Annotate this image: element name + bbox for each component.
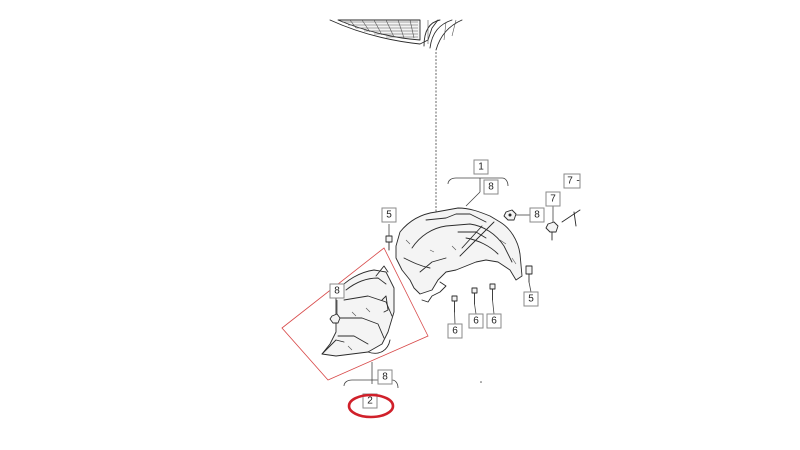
callout-6-a: 6: [447, 323, 463, 339]
section-outline-part-2: [281, 247, 429, 381]
callout-6-c: 6: [486, 313, 502, 329]
callout-label: 2: [367, 396, 373, 407]
leader-lines: [336, 177, 554, 389]
callout-label: 8: [488, 182, 494, 193]
callout-suffix: -: [576, 176, 579, 187]
callout-label: 5: [528, 294, 534, 305]
callout-1: 1: [473, 159, 489, 175]
callout-label: 8: [382, 372, 388, 383]
callout-label: 6: [491, 316, 497, 327]
nut-icon: [503, 209, 517, 221]
callout-label: 7: [567, 176, 573, 187]
callout-6-b: 6: [468, 313, 484, 329]
wheel-outline: [423, 19, 463, 51]
highlight-circle-part-2: [347, 393, 395, 419]
screw-icon: [489, 283, 496, 301]
nut-icon: [329, 313, 341, 324]
wheelhouse-liner-part-1: [395, 207, 523, 303]
wheelhouse-liner-part-2: [321, 265, 395, 357]
clip-icon: [525, 265, 533, 283]
grille-hatching: [337, 19, 421, 41]
screw-icon: [471, 287, 478, 305]
callout-label: 7: [550, 194, 556, 205]
callout-5-right: 5: [523, 291, 539, 307]
callout-label: 6: [473, 316, 479, 327]
screw-icon: [451, 295, 458, 313]
clip-icon: [385, 235, 393, 251]
stray-mark: [480, 381, 482, 383]
callout-7: 7: [545, 191, 561, 207]
callout-label: 8: [334, 286, 340, 297]
callout-label: 8: [534, 210, 540, 221]
callout-8-upper: 8: [483, 179, 499, 195]
callout-8-bottom: 8: [377, 369, 393, 385]
callout-5-left: 5: [381, 207, 397, 223]
bolt-icon: [545, 209, 581, 241]
callout-label: 5: [386, 210, 392, 221]
callout-7-upper: 7 -: [563, 173, 581, 189]
callout-label: 1: [478, 162, 484, 173]
callout-label: 6: [452, 326, 458, 337]
callout-8-left: 8: [329, 283, 345, 299]
car-front-illustration: [329, 19, 463, 51]
callout-8-right: 8: [529, 207, 545, 223]
